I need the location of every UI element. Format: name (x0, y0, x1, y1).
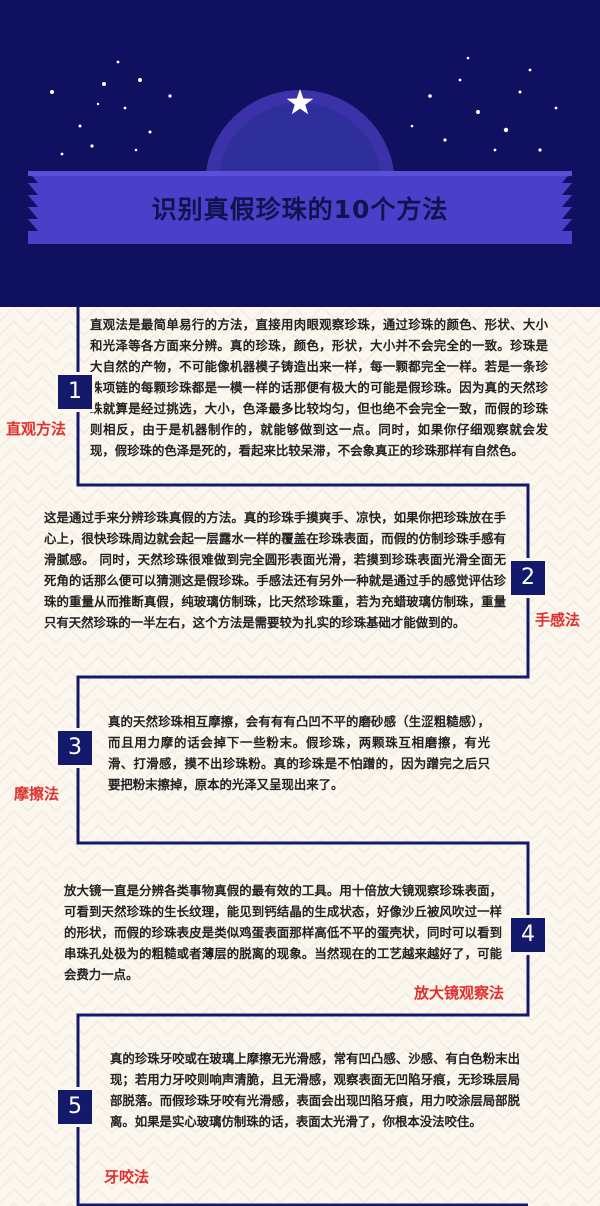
method-4-label: 放大镜观察法 (414, 984, 505, 1002)
star-field (50, 56, 558, 156)
method-5-label: 牙咬法 (104, 1168, 150, 1186)
page-title: 识别真假珍珠的10个方法 (151, 195, 449, 224)
method-2-text: 这是通过手来分辨珍珠真假的方法。真的珍珠手摸爽手、凉快，如果你把珍珠放在手心上，… (44, 510, 506, 630)
method-5-number: 5 (58, 1090, 92, 1124)
method-5-text: 真的珍珠牙咬或在玻璃上摩擦无光滑感，常有凹凸感、沙感、有白色粉末出现；若用力牙咬… (110, 1051, 520, 1129)
method-4-number: 4 (511, 918, 545, 952)
star-icon (286, 89, 314, 115)
method-2-label: 手感法 (535, 611, 581, 629)
method-3-label: 摩擦法 (14, 785, 60, 803)
header-illustration (28, 56, 572, 244)
method-1-text: 直观法是最简单易行的方法，直接用肉眼观察珍珠，通过珍珠的颜色、形状、大小和光泽等… (90, 317, 548, 458)
method-1-label: 直观方法 (6, 420, 67, 438)
method-2-number: 2 (511, 561, 545, 595)
method-4-text: 放大镜一直是分辨各类事物真假的最有效的工具。用十倍放大镜观察珍珠表面，可看到天然… (64, 883, 502, 982)
timeline-path (76, 307, 530, 1206)
header-banner: 识别真假珍珠的10个方法 (0, 0, 600, 307)
method-3-number: 3 (58, 731, 92, 765)
method-3-text: 真的天然珍珠相互摩擦，会有有有凸凹不平的磨砂感（生涩粗糙感），而且用力摩的话会掉… (108, 714, 490, 792)
background-pattern (0, 307, 600, 1206)
method-1-number: 1 (58, 375, 92, 409)
